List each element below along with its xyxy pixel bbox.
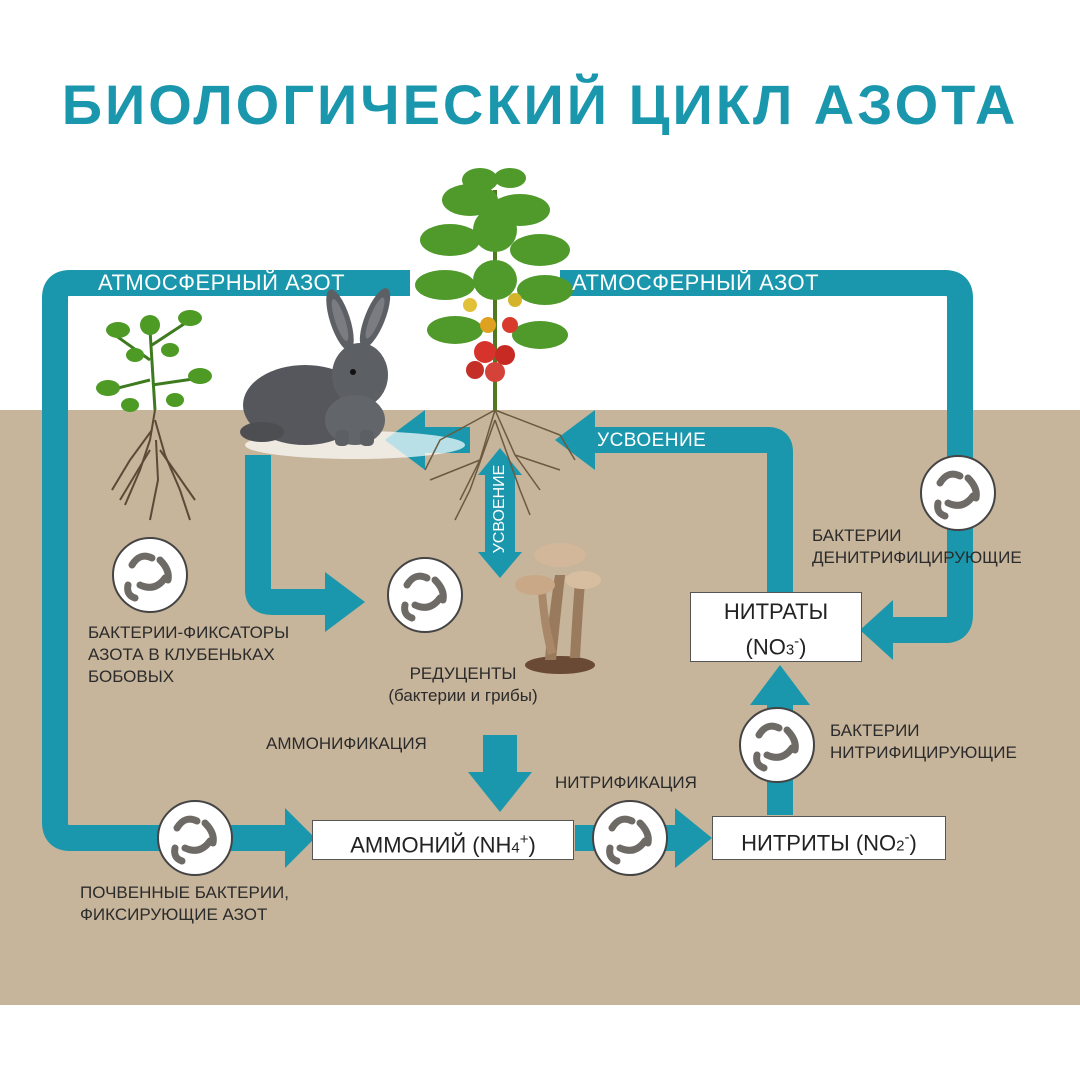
reducers-label: РЕДУЦЕНТЫ (бактерии и грибы) (388, 664, 538, 705)
arrowhead-denitrify (860, 600, 893, 660)
mushroom-icon (515, 543, 601, 674)
soil-background (0, 410, 1080, 1005)
uptake-vertical-label: УСВОЕНИЕ (491, 464, 508, 554)
arrowhead-to-reducers (325, 572, 365, 632)
ammonium-box: АММОНИЙ (NH4+) (312, 820, 574, 860)
ammonification-head (468, 772, 532, 812)
bacteria-nitrification (592, 800, 668, 876)
atm-loop-right (560, 270, 973, 470)
bacteria-icon (112, 455, 996, 876)
atm-label-left: АТМОСФЕРНЫЙ АЗОТ (98, 270, 346, 295)
ammonification-label: АММОНИФИКАЦИЯ (266, 734, 427, 753)
atm-loop-left (42, 270, 410, 851)
nitrites-box: НИТРИТЫ (NO2-) (712, 816, 946, 860)
bacteria-legume (112, 537, 188, 613)
legume-fixers-label: БАКТЕРИИ-ФИКСАТОРЫ АЗОТА В КЛУБЕНЬКАХ БО… (88, 623, 290, 686)
arrowhead-to-nitrites (675, 808, 712, 868)
tomato-plant-icon (415, 168, 576, 521)
legume-plant-icon (96, 310, 212, 521)
ammonification-shaft (483, 735, 517, 775)
bacteria-nitrifying (739, 707, 815, 783)
denitrifying-label: БАКТЕРИИ ДЕНИТРИФИЦИРУЮЩИЕ (812, 526, 1022, 567)
arrowhead-to-nitrates (750, 665, 810, 705)
arrowhead-to-ammonium (285, 808, 315, 868)
bacteria-denitrifying (920, 455, 996, 531)
soil-bacteria-label: ПОЧВЕННЫЕ БАКТЕРИИ, ФИКСИРУЮЩИЕ АЗОТ (80, 883, 289, 924)
nitrate-to-uptake (590, 427, 793, 592)
denitrify-path (890, 515, 973, 643)
rabbit-icon (240, 288, 465, 459)
atm-label-right: АТМОСФЕРНЫЙ АЗОТ (572, 270, 820, 295)
arrowhead-uptake (555, 410, 595, 470)
bacteria-soil (157, 800, 233, 876)
uptake-label: УСВОЕНИЕ (597, 430, 707, 451)
nitrifying-label: БАКТЕРИИ НИТРИФИЦИРУЮЩИЕ (830, 721, 1017, 762)
nitrification-label: НИТРИФИКАЦИЯ (555, 773, 697, 792)
arrowhead-uptake-up (478, 448, 522, 475)
nitrates-box: НИТРАТЫ (NO3-) (690, 592, 862, 662)
rabbit-to-reducers (245, 455, 330, 615)
arrowhead-uptake-down (478, 552, 522, 578)
bacteria-reducers (387, 557, 463, 633)
page-title: БИОЛОГИЧЕСКИЙ ЦИКЛ АЗОТА (61, 73, 1019, 136)
